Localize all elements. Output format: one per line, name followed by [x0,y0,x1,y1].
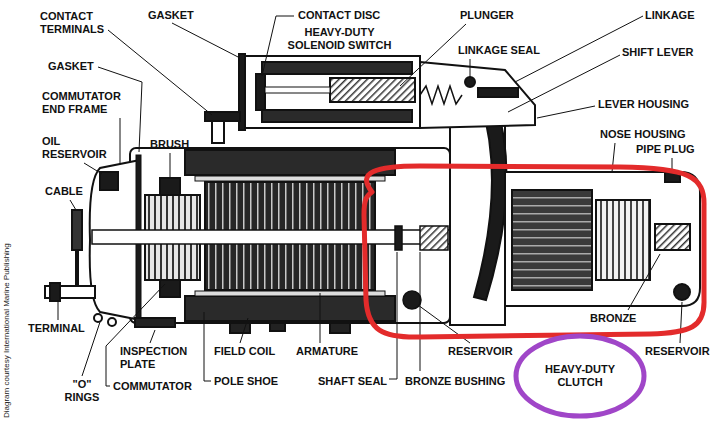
motor-body [230,323,250,333]
leader-lines [680,302,682,343]
leader-lines [204,312,211,381]
motor-body [195,291,385,296]
part-label: BRONZE BUSHING [405,375,505,388]
leader-lines [84,163,102,174]
solenoid-switch [256,74,265,110]
lever-housing [474,100,507,300]
leader-lines [172,23,240,58]
part-label: COMMUTATOR END FRAME [42,90,132,116]
nose-housing [512,190,592,290]
leader-lines [58,300,59,320]
node-label: HEAVY-DUTY CLUTCH [538,363,622,389]
lever-housing [450,100,507,325]
leader-lines [108,30,212,115]
part-label: POLE SHOE [214,375,278,388]
part-label: COMMUTATOR [113,380,192,393]
part-label: PIPE PLUG [636,143,695,156]
commutator-end-frame [108,318,116,326]
part-label: CONTACT DISC [298,9,380,22]
leader-lines [320,293,321,343]
part-label: ARMATURE [296,345,358,358]
shaft [420,226,448,250]
commutator-end-frame [50,283,60,301]
leader-lines [400,24,466,86]
part-label: LINKAGE SEAL [458,44,540,57]
motor-body [160,280,180,297]
solenoid-switch [420,62,535,128]
solenoid-switch [245,56,420,128]
part-label: BRONZE [590,312,636,325]
commutator-end-frame [135,318,175,327]
solenoid-switch [330,78,415,102]
motor-body [195,176,385,181]
part-label: LEVER HOUSING [598,98,689,111]
leader-lines [106,284,165,386]
ellipse-stroke [516,336,644,416]
nose-housing [596,200,650,280]
part-label: SHIFT LEVER [622,46,694,59]
node-body: HEAVY-DUTY CLUTCH [538,363,622,389]
motor-body [185,150,395,175]
motor-body [160,178,180,195]
commutator-end-frame [100,172,118,190]
motor-body [330,323,350,333]
leader-lines [389,252,397,379]
part-label: GASKET [48,60,94,73]
leader-lines [420,252,421,371]
solenoid-switch [262,62,412,74]
leader-lines [150,330,155,343]
part-label: GASKET [148,9,194,22]
credit-watermark: Diagram courtesy International Marine Pu… [2,243,12,418]
leader-lines [470,59,471,77]
part-label: PLUNGER [460,9,514,22]
callout-ellipse: HEAVY-DUTY CLUTCH [512,332,648,420]
part-label: CABLE [45,185,83,198]
commutator-end-frame [94,314,102,322]
commutator-end-frame [72,210,82,250]
solenoid-switch [478,88,518,97]
part-label: CONTACT TERMINALS [40,10,112,36]
part-label: NOSE HOUSING [600,128,686,141]
solenoid-switch [465,77,475,87]
part-label: TERMINAL [28,322,85,335]
leader-lines [120,118,121,164]
part-label: INSPECTION PLATE [120,345,198,371]
nose-housing [674,284,690,300]
solenoid-switch [205,54,535,143]
part-label: FIELD COIL [214,345,275,358]
part-label: RESERVOIR [645,345,710,358]
shaft [403,291,421,309]
leader-lines [58,16,682,386]
motor-body [270,323,285,331]
leader-lines [628,254,660,310]
nose-housing [505,172,700,306]
leader-lines [240,318,248,343]
leader-lines [537,106,595,118]
part-label: "O" RINGS [62,378,102,404]
part-label: LINKAGE [645,9,695,22]
leader-lines [170,153,171,178]
part-label: BRUSH [150,138,189,151]
part-label: HEAVY-DUTY SOLENOID SWITCH [282,26,397,52]
leader-lines [70,200,76,210]
solenoid-switch [262,110,412,122]
nose-housing [505,172,700,306]
shaft [395,226,402,250]
nose-housing [655,224,690,250]
solenoid-switch [420,86,462,104]
part-label: SHAFT SEAL [318,375,387,388]
part-label: RESERVOIR [448,345,513,358]
red-highlight-outline [364,166,704,337]
part-label: OIL RESERVOIR [42,135,112,161]
solenoid-switch [265,87,330,93]
solenoid-switch [212,121,224,143]
commutator-end-frame [75,250,79,286]
